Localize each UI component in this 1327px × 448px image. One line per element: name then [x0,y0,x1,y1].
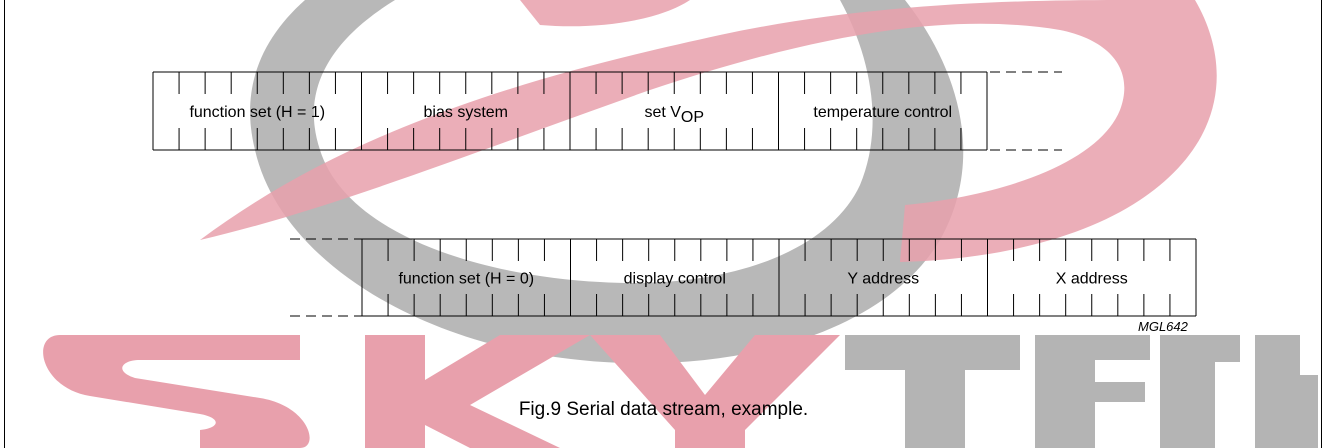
byte-label: bias system [424,104,508,121]
figure-code: MGL642 [1138,319,1189,334]
byte-label: X address [1056,271,1128,288]
watermark-letter-t [845,335,1020,448]
watermark-letter-k [365,335,590,448]
byte-label: Y address [847,271,919,288]
byte-label-subscript: OP [681,109,704,126]
watermark-letter-e [1035,335,1150,448]
watermark-letter-y [590,335,840,448]
figure-caption: Fig.9 Serial data stream, example. [518,399,809,420]
figure-frame [4,0,1322,448]
data-stream-row-2: function set (H = 0) display control Y add… [290,238,1197,317]
watermark-gray-swoosh [250,0,964,364]
byte-label: temperature control [813,104,952,121]
byte-label: function set (H = 1) [189,104,325,121]
watermark-letter-h [1255,335,1318,448]
watermark-letter-c [1160,335,1240,448]
watermark-letter-s [43,335,310,448]
byte-label: function set (H = 0) [398,271,534,288]
byte-label: display control [624,271,726,288]
watermark-red-sweep [200,0,1217,262]
byte-label: set VOP [644,104,704,126]
data-stream-row-1: function set (H = 1) bias system set VOP te… [152,71,1062,151]
watermark-red-cap [520,0,690,27]
